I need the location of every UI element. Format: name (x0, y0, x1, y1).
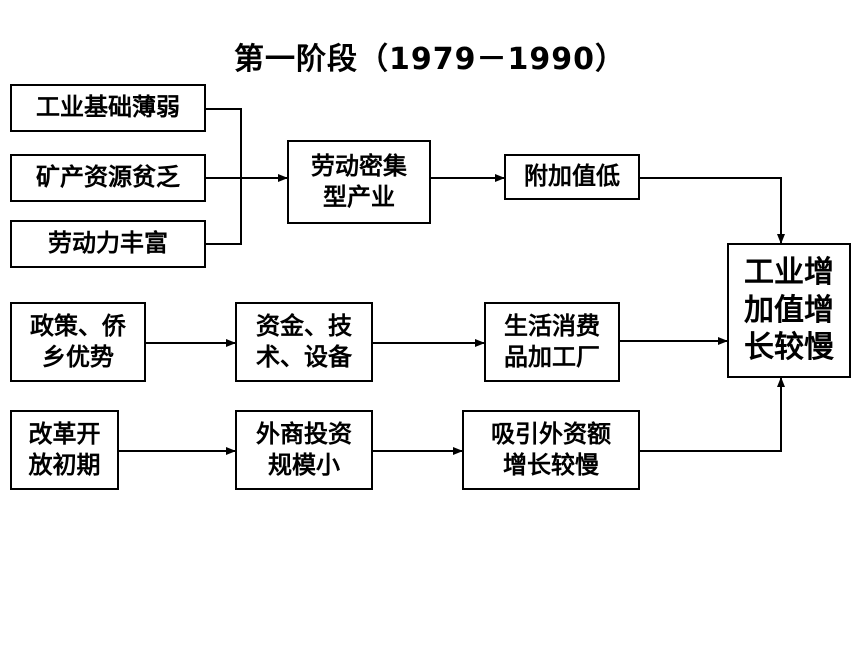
node-rich-labor: 劳动力丰富 (10, 220, 206, 268)
node-consumer-goods-label: 生活消费 品加工厂 (504, 311, 600, 371)
node-weak-industry: 工业基础薄弱 (10, 84, 206, 132)
node-policy: 政策、侨 乡优势 (10, 302, 146, 382)
node-fdi-slow-label: 吸引外资额 增长较慢 (491, 419, 611, 479)
node-reform-label: 改革开 放初期 (28, 419, 101, 479)
arrow-low-value-to-result (640, 177, 785, 244)
node-policy-label: 政策、侨 乡优势 (30, 311, 126, 371)
node-lack-minerals: 矿产资源贫乏 (10, 154, 206, 202)
node-rich-labor-label: 劳动力丰富 (48, 229, 168, 258)
node-fdi-slow: 吸引外资额 增长较慢 (462, 410, 640, 490)
node-low-value-label: 附加值低 (524, 162, 620, 191)
node-low-value: 附加值低 (504, 154, 640, 200)
node-lack-minerals-label: 矿产资源贫乏 (36, 163, 180, 192)
node-result-label: 工业增 加值增 长较慢 (744, 255, 834, 366)
node-reform: 改革开 放初期 (10, 410, 119, 490)
node-capital: 资金、技 术、设备 (235, 302, 373, 382)
node-labor-intensive: 劳动密集 型产业 (287, 140, 431, 224)
node-capital-label: 资金、技 术、设备 (256, 311, 352, 371)
arrow-fdi-to-result (640, 377, 785, 452)
node-foreign-small: 外商投资 规模小 (235, 410, 373, 490)
node-weak-industry-label: 工业基础薄弱 (36, 93, 180, 122)
node-result: 工业增 加值增 长较慢 (727, 243, 851, 378)
node-labor-intensive-label: 劳动密集 型产业 (311, 151, 407, 211)
diagram-title: 第一阶段（1979－1990） (234, 42, 626, 77)
node-consumer-goods: 生活消费 品加工厂 (484, 302, 620, 382)
node-foreign-small-label: 外商投资 规模小 (256, 419, 352, 479)
